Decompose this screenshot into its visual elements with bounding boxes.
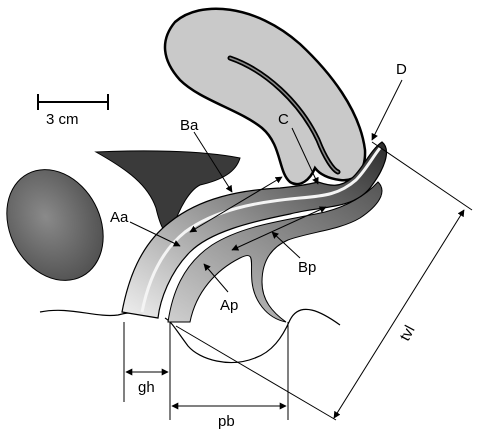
label-ba: Ba	[180, 117, 199, 134]
label-d: D	[396, 61, 407, 78]
ba-arrow	[189, 176, 283, 233]
scale-bar: 3 cm	[37, 94, 109, 128]
uterus-shape	[163, 7, 367, 186]
pubic-symphysis	[6, 169, 104, 281]
label-ap: Ap	[220, 297, 238, 314]
ap-leader	[203, 263, 229, 293]
label-c: C	[278, 111, 289, 128]
tvl-extension-bottom	[175, 325, 337, 421]
aa-leader	[129, 221, 181, 247]
tvl-extension-top	[371, 141, 473, 211]
label-tvl: tvl	[397, 323, 419, 344]
d-leader	[371, 79, 403, 141]
label-bp: Bp	[298, 259, 316, 276]
bp-leader	[271, 231, 301, 259]
c-leader	[291, 127, 319, 185]
bp-arrow	[231, 206, 327, 251]
scale-bar-label: 3 cm	[46, 111, 79, 128]
label-pb: pb	[218, 413, 235, 430]
label-gh: gh	[138, 379, 155, 396]
ba-leader	[193, 131, 233, 193]
tvl-arrow	[333, 209, 465, 419]
label-aa: Aa	[110, 209, 129, 226]
